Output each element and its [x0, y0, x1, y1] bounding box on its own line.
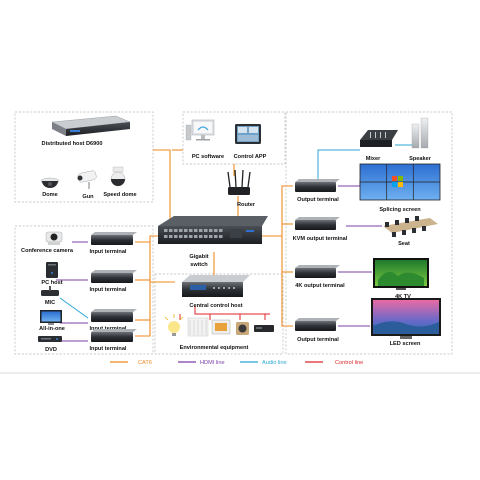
- conference-camera-icon: [45, 231, 63, 245]
- all-in-one-label: All-in-one: [39, 326, 65, 332]
- led-screen-icon: [371, 298, 441, 339]
- cat6-connections: [135, 149, 293, 337]
- distributed-host-group: Distributed host D6900 Dome Gun Speed do…: [40, 115, 137, 200]
- output-terminal-label: Output terminal: [297, 197, 339, 203]
- tv-icon: [373, 258, 429, 290]
- led-screen-label: LED screen: [390, 341, 421, 347]
- output-terminal-2: Output terminal: [295, 318, 340, 343]
- input-terminal-label: Input terminal: [90, 346, 127, 352]
- control-zone: [154, 273, 284, 355]
- control-app-label: Control APP: [234, 154, 267, 160]
- mic-label: MIC: [45, 300, 55, 306]
- speaker-icon: [411, 117, 429, 149]
- dome-camera-icon: [40, 177, 60, 188]
- control-connections: [179, 306, 270, 320]
- distributed-host-label: Distributed host D6900: [42, 141, 103, 147]
- input-terminal-3: Input terminal: [90, 309, 137, 332]
- input-sources-group: Conference camera PC host MIC All-in-one…: [21, 231, 74, 353]
- gigabit-switch-label-2: switch: [190, 262, 208, 268]
- input-terminal-label: Input terminal: [90, 287, 127, 293]
- environmental-equipment-label: Environmental equipment: [180, 345, 249, 351]
- software-zone: [182, 111, 286, 165]
- all-in-one-icon: [40, 310, 62, 325]
- ptz-camera-icon: [110, 166, 126, 187]
- k4-output-terminal: 4K output terminal: [295, 265, 345, 289]
- input-sources-zone: [14, 225, 154, 355]
- legend: CAT6 HDMI line Audio line Control line: [110, 360, 363, 366]
- windows-logo: [392, 176, 403, 187]
- speaker-label: Speaker: [409, 156, 432, 162]
- k4-output-terminal-label: 4K output terminal: [295, 283, 345, 289]
- input-terminal-1: Input terminal: [90, 232, 137, 255]
- router-icon: [227, 169, 251, 195]
- mixer-label: Mixer: [366, 156, 381, 162]
- splicing-screen-label: Splicing screen: [379, 207, 421, 213]
- kvm-output-terminal-label: KVM output terminal: [293, 236, 348, 242]
- power-socket-icon: [236, 322, 249, 335]
- bullet-camera-icon: [77, 170, 97, 189]
- legend-item-hdmi: HDMI line: [178, 360, 225, 366]
- legend-label: Audio line: [262, 360, 287, 366]
- legend-item-cat6: CAT6: [110, 360, 152, 366]
- kvm-output-terminal: KVM output terminal: [293, 217, 348, 242]
- router-label: Router: [237, 202, 256, 208]
- software-group: PC software Control APP: [185, 119, 267, 160]
- dome-label: Dome: [42, 192, 58, 198]
- input-terminal-label: Input terminal: [90, 249, 127, 255]
- monitor-icon: [185, 119, 215, 141]
- curtain-icon: [187, 317, 209, 337]
- microphone-icon: [41, 286, 59, 296]
- conference-table-icon: [383, 216, 438, 237]
- pc-host-label: PC host: [41, 280, 62, 286]
- legend-label: HDMI line: [200, 360, 225, 366]
- k4-tv-label: 4K TV: [395, 294, 411, 300]
- legend-item-control: Control line: [305, 360, 363, 366]
- dvd-player-icon: [38, 336, 62, 342]
- legend-label: CAT6: [138, 360, 152, 366]
- legend-label: Control line: [335, 360, 363, 366]
- audio-mixer-icon: [360, 130, 398, 147]
- output-terminal-label: Output terminal: [297, 337, 339, 343]
- gigabit-switch-label-1: Gigabit: [189, 254, 208, 260]
- input-terminal-2: Input terminal: [90, 270, 137, 293]
- network-switch-icon: [158, 216, 268, 244]
- video-wall-icon: [359, 163, 441, 201]
- control-host-icon: [182, 275, 250, 297]
- audio-connections: [59, 144, 412, 319]
- input-terminal-4: Input terminal: [90, 329, 137, 352]
- legend-item-audio: Audio line: [240, 360, 287, 366]
- surveillance-zone: [14, 111, 154, 203]
- pc-host-icon: [46, 262, 58, 278]
- conference-camera-label: Conference camera: [21, 248, 74, 254]
- tablet-app-icon: [235, 124, 261, 144]
- projector-icon: [211, 319, 231, 335]
- media-box-icon: [254, 325, 274, 332]
- seat-label: Seat: [398, 241, 410, 247]
- pc-software-label: PC software: [192, 154, 224, 160]
- central-control-host-label: Central control host: [189, 303, 242, 309]
- output-zone: [285, 111, 453, 355]
- rack-server-icon: [51, 115, 131, 136]
- speed-dome-label: Speed dome: [103, 192, 136, 198]
- dvd-label: DVD: [45, 347, 57, 353]
- environmental-equipment-icons: [164, 314, 274, 337]
- light-bulb-icon: [164, 314, 184, 336]
- output-terminal-1: Output terminal: [295, 179, 340, 203]
- gun-label: Gun: [82, 194, 94, 200]
